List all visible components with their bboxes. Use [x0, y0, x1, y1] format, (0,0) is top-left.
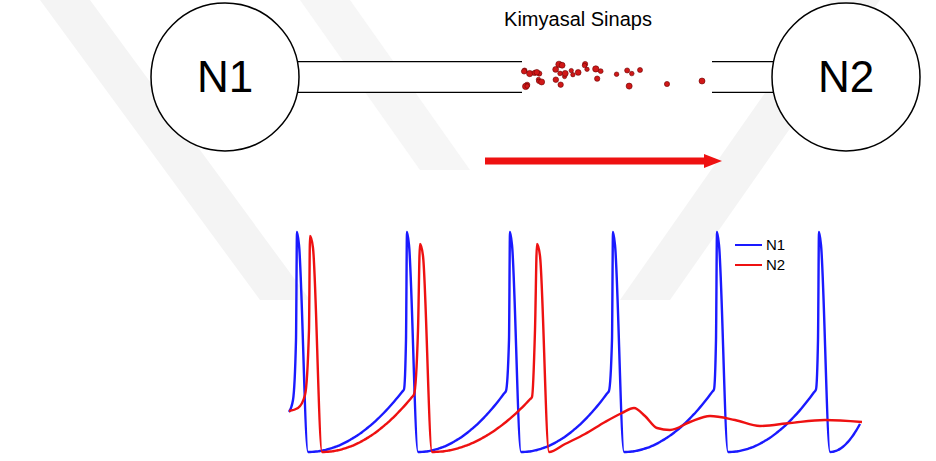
neurotransmitter-dot — [558, 71, 563, 76]
legend-line — [735, 264, 762, 266]
neurotransmitter-dot — [562, 70, 568, 76]
neurotransmitter-dot — [582, 63, 587, 68]
circle-shape — [151, 3, 299, 151]
neurotransmitters — [521, 61, 705, 89]
legend-label: N2 — [766, 256, 785, 273]
neurotransmitter-dot — [521, 69, 526, 74]
watermark-stroke — [40, 0, 310, 300]
neurotransmitter-dot — [559, 62, 565, 68]
neurotransmitter-dot — [595, 76, 600, 81]
synaptic-gap — [522, 54, 712, 96]
neurotransmitter-dot — [630, 71, 635, 76]
neurotransmitter-dot — [558, 82, 563, 87]
arrow-shaft — [485, 158, 706, 165]
neurotransmitter-dot — [539, 79, 545, 85]
direction-arrow — [485, 154, 722, 168]
neuron-circle: N2 — [771, 2, 921, 152]
neurotransmitter-dot — [699, 78, 705, 84]
neurotransmitter-dot — [664, 81, 669, 86]
neuron-circle: N1 — [150, 2, 300, 152]
neurotransmitter-dot — [638, 68, 643, 73]
neurotransmitter-dot — [625, 68, 630, 73]
legend-label: N1 — [766, 236, 785, 253]
neurotransmitter-dot — [571, 72, 575, 76]
neurotransmitter-dot — [534, 69, 540, 75]
neurotransmitter-dot — [525, 84, 530, 89]
n2-trace — [289, 236, 862, 452]
neurotransmitter-dot — [524, 82, 529, 87]
neuron-label: N1 — [150, 2, 300, 152]
neurotransmitter-dot — [626, 83, 632, 89]
neurotransmitter-dot — [553, 77, 559, 83]
legend-samples — [735, 245, 762, 265]
neurotransmitter-dot — [614, 72, 619, 77]
n1-trace — [289, 232, 860, 452]
circle-shape — [772, 3, 920, 151]
neuron-label: N2 — [771, 2, 921, 152]
legend-line — [735, 244, 762, 246]
title-label: Kimyasal Sinaps — [504, 8, 652, 31]
neurotransmitter-dot — [575, 70, 581, 76]
neurotransmitter-dot — [593, 66, 599, 72]
neurotransmitter-dot — [522, 83, 528, 89]
neurotransmitter-dot — [569, 68, 573, 72]
arrow-head — [704, 154, 722, 168]
